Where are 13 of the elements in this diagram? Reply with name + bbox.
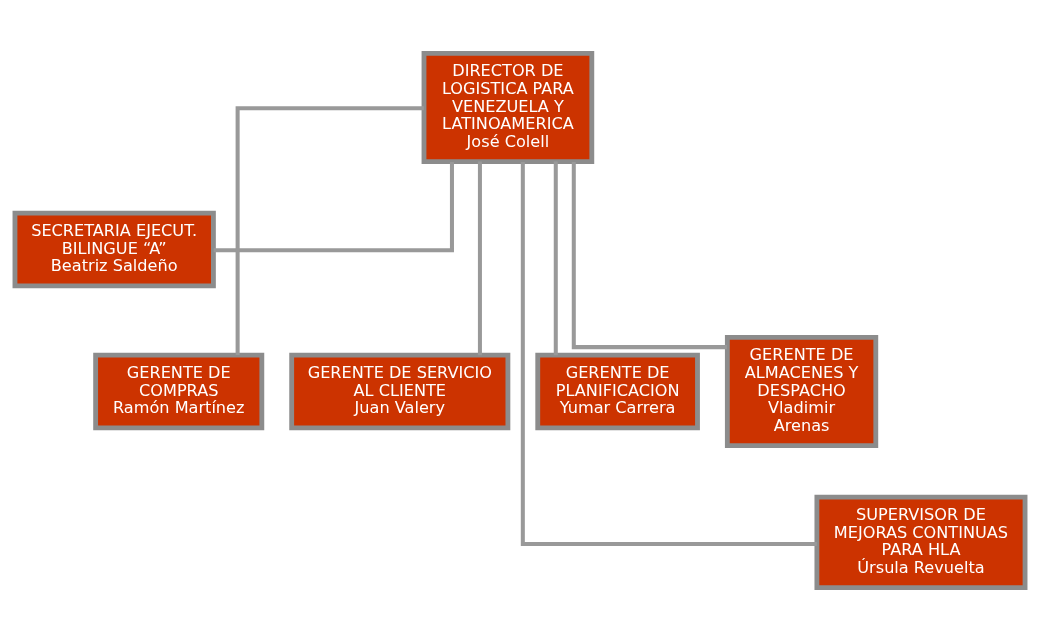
connector <box>553 161 558 355</box>
node-box: DIRECTOR DE LOGISTICA PARA VENEZUELA Y LATINOAMERICA José Colell <box>421 50 595 164</box>
node-box: GERENTE DE ALMACENES Y DESPACHO Vladimir Arenas <box>724 334 879 448</box>
connector <box>571 161 727 349</box>
node-box: SECRETARIA EJECUT. BILINGUE “A” Beatriz Saldeño <box>12 210 216 288</box>
connector <box>235 105 424 355</box>
node-box: GERENTE DE SERVICIO AL CLIENTE Juan Valery <box>289 352 511 430</box>
node-box: GERENTE DE PLANIFICACION Yumar Carrera <box>535 352 700 430</box>
connector <box>213 161 454 252</box>
node-box: GERENTE DE COMPRAS Ramón Martínez <box>93 352 265 430</box>
connector <box>520 161 817 546</box>
connector <box>477 161 482 355</box>
node-box: SUPERVISOR DE MEJORAS CONTINUAS PARA HLA Úrsula Revuelta <box>814 494 1028 590</box>
